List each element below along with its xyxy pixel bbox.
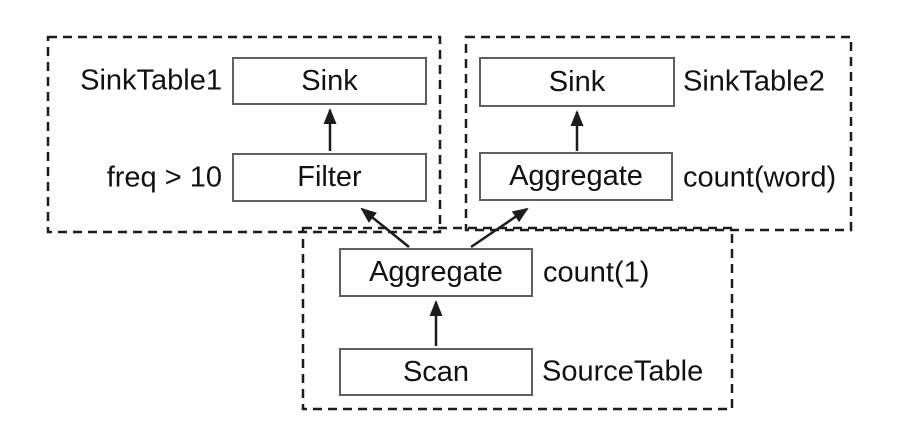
label-sinktable2: SinkTable2 [683,65,825,98]
label-sinktable1: SinkTable1 [80,64,222,97]
node-aggregate-source: Aggregate [339,248,533,297]
label-aggregate-expression-count1: count(1) [543,256,650,289]
label-filter-predicate: freq > 10 [106,161,222,194]
arrow-aggregate-to-filter [360,207,410,248]
label-aggregate-expression-word: count(word) [683,161,837,194]
label-sourcetable: SourceTable [542,355,704,388]
arrow-aggregate-to-aggregate2 [470,207,529,249]
node-sink-sinktable2: Sink [479,57,675,107]
node-aggregate-sinktable2: Aggregate [479,152,673,201]
node-filter: Filter [232,153,427,202]
node-scan: Scan [339,348,533,396]
node-sink-sinktable1: Sink [232,57,427,105]
